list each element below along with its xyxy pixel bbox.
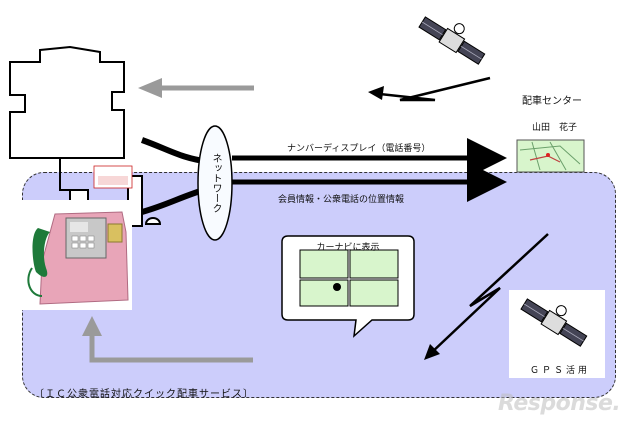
gray-arrowhead-bottom (82, 316, 102, 336)
gps-signal-zigzag (429, 233, 549, 355)
service-name-label: 〔ＩＣ公衆電話対応クイック配車サービス〕 (34, 389, 254, 400)
satellite-icon-top (418, 16, 486, 65)
gps-satellite-box (509, 290, 605, 378)
dispatch-center-label: 配車センター (522, 96, 582, 107)
gray-arrow-bottom (89, 330, 253, 363)
response-watermark: Response. (498, 391, 621, 416)
network-label: ネットワーク (210, 153, 221, 213)
member-info-label: 会員情報・公衆電話の位置情報 (278, 195, 405, 205)
satellite-signal-zigzag (379, 76, 491, 102)
dispatch-map-icon (516, 139, 585, 173)
operator-name-label: 山田 花子 (532, 123, 578, 133)
building-icon (9, 45, 162, 227)
gray-arrowhead-top (138, 78, 162, 98)
satellite-icon-gps (520, 298, 588, 347)
public-phone-icon (20, 165, 133, 310)
car-nav-callout (281, 235, 415, 338)
car-nav-label: カーナビに表示 (316, 243, 380, 253)
gps-label: ＧＰＳ活用 (529, 366, 590, 376)
number-display-label: ナンバーディスプレイ（電話番号） (287, 144, 431, 154)
